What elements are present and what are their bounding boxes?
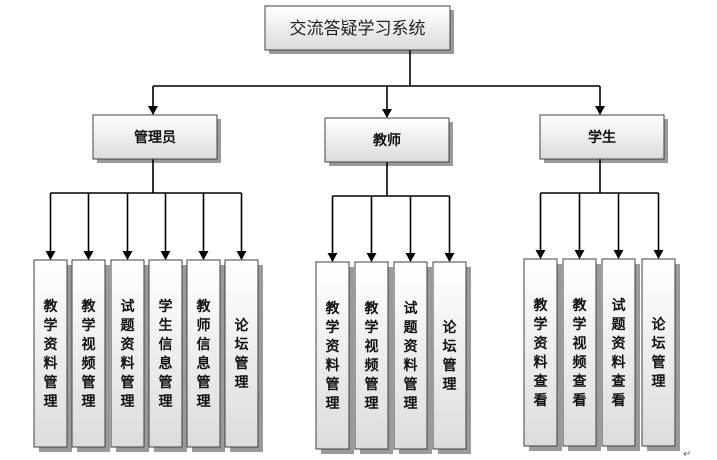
leaf-box-2-0 — [523, 258, 558, 447]
leaf-box-1-1 — [354, 261, 389, 450]
leaf-arrow-1-2 — [405, 253, 416, 262]
leaf-arrow-0-2 — [122, 251, 133, 260]
leaf-label-2-0: 教学资料查看 — [533, 297, 549, 409]
role-arrow-1 — [382, 109, 392, 118]
leaf-arrow-0-0 — [45, 251, 56, 260]
role-box-2 — [539, 114, 665, 160]
root-box — [264, 5, 451, 51]
leaf-arrow-2-2 — [613, 250, 624, 259]
leaf-arrow-1-1 — [366, 253, 377, 262]
leaf-box-2-2 — [601, 258, 636, 447]
leaf-label-0-2: 试题资料管理 — [121, 298, 136, 410]
leaf-box-0-0 — [33, 259, 68, 448]
leaf-box-1-2 — [393, 261, 428, 450]
leaf-box-0-4 — [186, 259, 221, 448]
leaf-arrow-0-4 — [198, 251, 209, 260]
leaf-label-2-3: 论坛管理 — [652, 316, 667, 390]
leaf-box-0-2 — [110, 259, 145, 448]
leaf-box-0-5 — [224, 259, 259, 448]
leaf-arrow-2-1 — [574, 250, 585, 259]
role-arrow-2 — [595, 106, 605, 115]
leaf-arrow-1-0 — [327, 253, 338, 262]
paragraph-mark: ↵ — [683, 449, 691, 460]
role-label-2: 学生 — [588, 129, 616, 146]
leaf-arrow-2-0 — [535, 250, 546, 259]
leaf-arrow-1-3 — [444, 253, 455, 262]
role-label-0: 管理员 — [134, 129, 176, 146]
leaf-arrow-0-5 — [236, 251, 247, 260]
leaf-box-0-3 — [148, 259, 183, 448]
role-arrow-0 — [148, 106, 158, 115]
leaf-label-0-5: 论坛管理 — [235, 317, 250, 391]
leaf-box-2-3 — [641, 258, 676, 447]
leaf-box-1-3 — [432, 261, 467, 450]
leaf-label-0-1: 教学视频管理 — [82, 298, 97, 410]
leaf-label-0-3: 学生信息管理 — [159, 298, 173, 410]
leaf-label-0-0: 教学资料管理 — [44, 298, 59, 410]
connector-lines — [45, 50, 664, 262]
role-box-0 — [92, 114, 218, 160]
leaf-box-0-1 — [71, 259, 106, 448]
leaf-box-2-1 — [562, 258, 597, 447]
leaf-arrow-0-1 — [83, 251, 94, 260]
leaf-arrow-0-3 — [160, 251, 171, 260]
leaf-arrow-2-3 — [653, 250, 664, 259]
leaf-box-1-0 — [315, 261, 350, 450]
leaf-label-1-0: 教学资料管理 — [326, 300, 341, 412]
leaf-label-1-2: 试题资料管理 — [404, 300, 419, 412]
leaf-label-1-1: 教学视频管理 — [365, 300, 380, 412]
leaf-label-1-3: 论坛管理 — [443, 319, 458, 393]
root-label: 交流答疑学习系统 — [290, 19, 426, 39]
role-label-1: 教师 — [373, 132, 401, 149]
leaf-label-0-4: 教师信息管理 — [197, 298, 212, 410]
role-box-1 — [324, 117, 450, 163]
leaf-label-2-1: 教学视频查看 — [572, 297, 588, 409]
leaf-label-2-2: 试题资料查看 — [611, 297, 627, 409]
